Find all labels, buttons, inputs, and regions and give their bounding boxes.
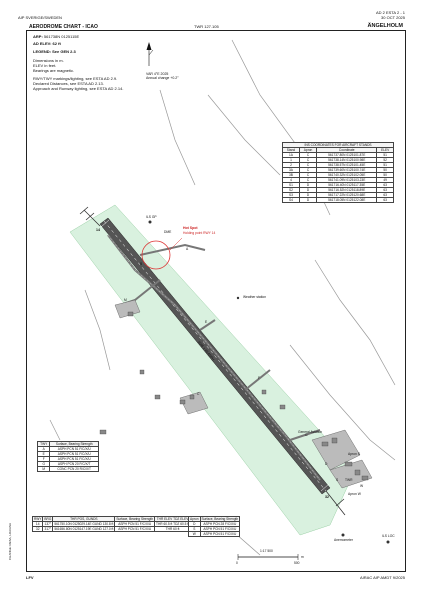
arp-value: 561738N 0125115E xyxy=(43,34,80,39)
runway-table-cell: 561750.10N 0125029.14E GUND 130.8 ft xyxy=(52,521,116,527)
buildings xyxy=(99,311,369,481)
page-ref: AD 2 ESTA 2 - 1 xyxy=(375,10,405,15)
surfaces-right-cell: ASPH PCN 51 F/C/X/U xyxy=(199,526,241,532)
twy-label-w: W xyxy=(360,484,364,488)
weather-station-icon xyxy=(236,296,240,300)
ad-elevation: AD ELEV: 62 ft xyxy=(33,41,61,46)
arp-label: ARP: xyxy=(33,34,43,39)
rwy-header-0: RWY xyxy=(31,516,44,522)
runway-strip xyxy=(69,204,356,536)
twy-label-d: D xyxy=(325,462,328,466)
stands-cell: S4 xyxy=(282,197,300,203)
magnetic-variation: VAR 4°E 2025 Annual change +0.2° xyxy=(146,72,179,80)
ils-loc-icon xyxy=(386,540,390,544)
runway-14-label: 14 xyxy=(96,228,100,232)
ils-loc-label: ILS LOC xyxy=(382,534,395,538)
north-arrow-icon xyxy=(146,42,154,66)
stands-cell: D xyxy=(298,197,318,203)
scale-ratio: 1:17 500 xyxy=(260,549,273,553)
scale-end: 500 xyxy=(294,561,300,565)
chart-title: AERODROME CHART - ICAO xyxy=(29,24,98,30)
twy-label-b: B xyxy=(140,262,143,266)
twy-label-g: G xyxy=(305,433,308,437)
runway-table-cell: 561656.80N 0125147.19E GUND 127.0 ft xyxy=(52,526,116,532)
surfaces-left-cell: M xyxy=(36,466,51,472)
twy-label-a: A xyxy=(186,247,189,251)
twy-surface-header-surface: Surface, Bearing Strength xyxy=(49,441,99,447)
hot-spot-circle xyxy=(141,240,171,270)
surfaces-right-cell: ASPH PCN 51 F/C/X/U xyxy=(199,531,241,537)
info-box: ARP: 561738N 0125115E AD ELEV: 62 ft LEG… xyxy=(30,33,123,105)
runway-table-cell: ASPH PCN 51 F/C/X/U xyxy=(114,526,156,532)
twy-label-f: F xyxy=(258,376,261,380)
twr-frequency: TWR 127.105 xyxy=(194,24,219,29)
twy-label-m: M xyxy=(124,298,127,302)
runway-table-cell: THR 60.5 ft TDZ 60.5 ft xyxy=(154,521,192,527)
surfaces-right-cell: ASPH PCN 28 F/C/X/U xyxy=(199,521,241,527)
runway-14-32 xyxy=(99,217,331,495)
dimensions-note: Dimensions in m. xyxy=(33,58,64,63)
twy-label-c: C xyxy=(197,392,200,396)
apron-w-label: Apron W xyxy=(348,492,361,496)
ils-gp-north-icon xyxy=(148,220,152,224)
stands-table: INS COORDINATES FOR AIRCRAFT STANDS Stan… xyxy=(282,142,394,203)
anemometer-icon xyxy=(341,533,345,537)
runway-table-cell: ASPH PCN 51 F/C/X/U xyxy=(114,521,156,527)
aprons xyxy=(114,299,373,489)
stands-cell: 561718.05N 0125122.08E xyxy=(316,197,378,203)
legend-note: LEGEND: See GEN 2.3 xyxy=(33,49,76,54)
general-aviation-label: General Aviation xyxy=(298,430,323,434)
scale-start: 0 xyxy=(236,561,238,565)
runway-table-cell: 32 xyxy=(31,526,44,532)
twr-label: TWR xyxy=(345,478,353,482)
page-date: 30 OCT 2025 xyxy=(381,15,405,20)
variation-text: VAR 4°E 2025 xyxy=(146,72,169,76)
stands-cell: 63 xyxy=(376,197,394,203)
anemometer-label: Anemometer xyxy=(334,538,353,542)
lighting-note-3: Approach and Runway lighting, see ESTA A… xyxy=(33,86,124,91)
apron-surface-header-surface: Surface, Bearing Strength xyxy=(199,516,241,522)
twy-label-e: E xyxy=(205,320,208,324)
publisher: AIP SVERIGE/SWEDEN xyxy=(18,15,62,20)
elev-note: ELEV in feet. xyxy=(33,63,57,68)
lighting-note-2: Declared Distances, see ESTA AD 2.13. xyxy=(33,81,104,86)
approach-lights-14 xyxy=(79,206,101,227)
twy-label-s: S xyxy=(336,478,339,482)
runway-table-cell: 317° xyxy=(42,526,54,532)
rwy-header-3: Surface, Bearing Strength xyxy=(114,516,156,522)
perimeter-roads xyxy=(49,39,396,556)
ils-gp-north-label: ILS GP xyxy=(146,215,157,219)
surfaces-left-cell: CONC PCN 20 R/C/X/T xyxy=(49,466,99,472)
lighting-note-1: RWY/TWY markings/lighting, see ESTA AD 2… xyxy=(33,76,118,81)
apron-s-label: Apron S xyxy=(348,452,360,456)
chart-frame xyxy=(26,30,406,572)
footer-airac: AIRAC AIP AMDT 9/2025 xyxy=(360,575,405,580)
weather-station-label: Weather station xyxy=(243,295,267,299)
hot-spot-text: Holding point RWY 14 xyxy=(183,231,216,235)
footer-lfv: LFV xyxy=(26,575,34,580)
scale-unit: m xyxy=(301,555,304,559)
annual-change-text: Annual change +0.2° xyxy=(146,76,179,80)
runway-table-cell: THR 60 ft xyxy=(154,526,192,532)
apron-surface-header-apron: Apron xyxy=(188,516,201,522)
approach-lights-32 xyxy=(325,490,346,516)
scale-bar xyxy=(237,554,299,560)
dme-label: DME xyxy=(164,230,172,234)
runway-32-label: 32 xyxy=(325,495,329,499)
rwy-header-4: THR ELEV TDZ ELEV xyxy=(154,516,192,522)
aerodrome-name: ÄNGELHOLM xyxy=(367,23,403,29)
bearings-note: Bearings are magnetic. xyxy=(33,68,75,73)
hot-spot-title: Hot Spot xyxy=(183,226,198,230)
surfaces-right-cell: W xyxy=(188,531,201,537)
side-change-note: CHANGE: RESA, LDA/ASA xyxy=(8,522,12,560)
